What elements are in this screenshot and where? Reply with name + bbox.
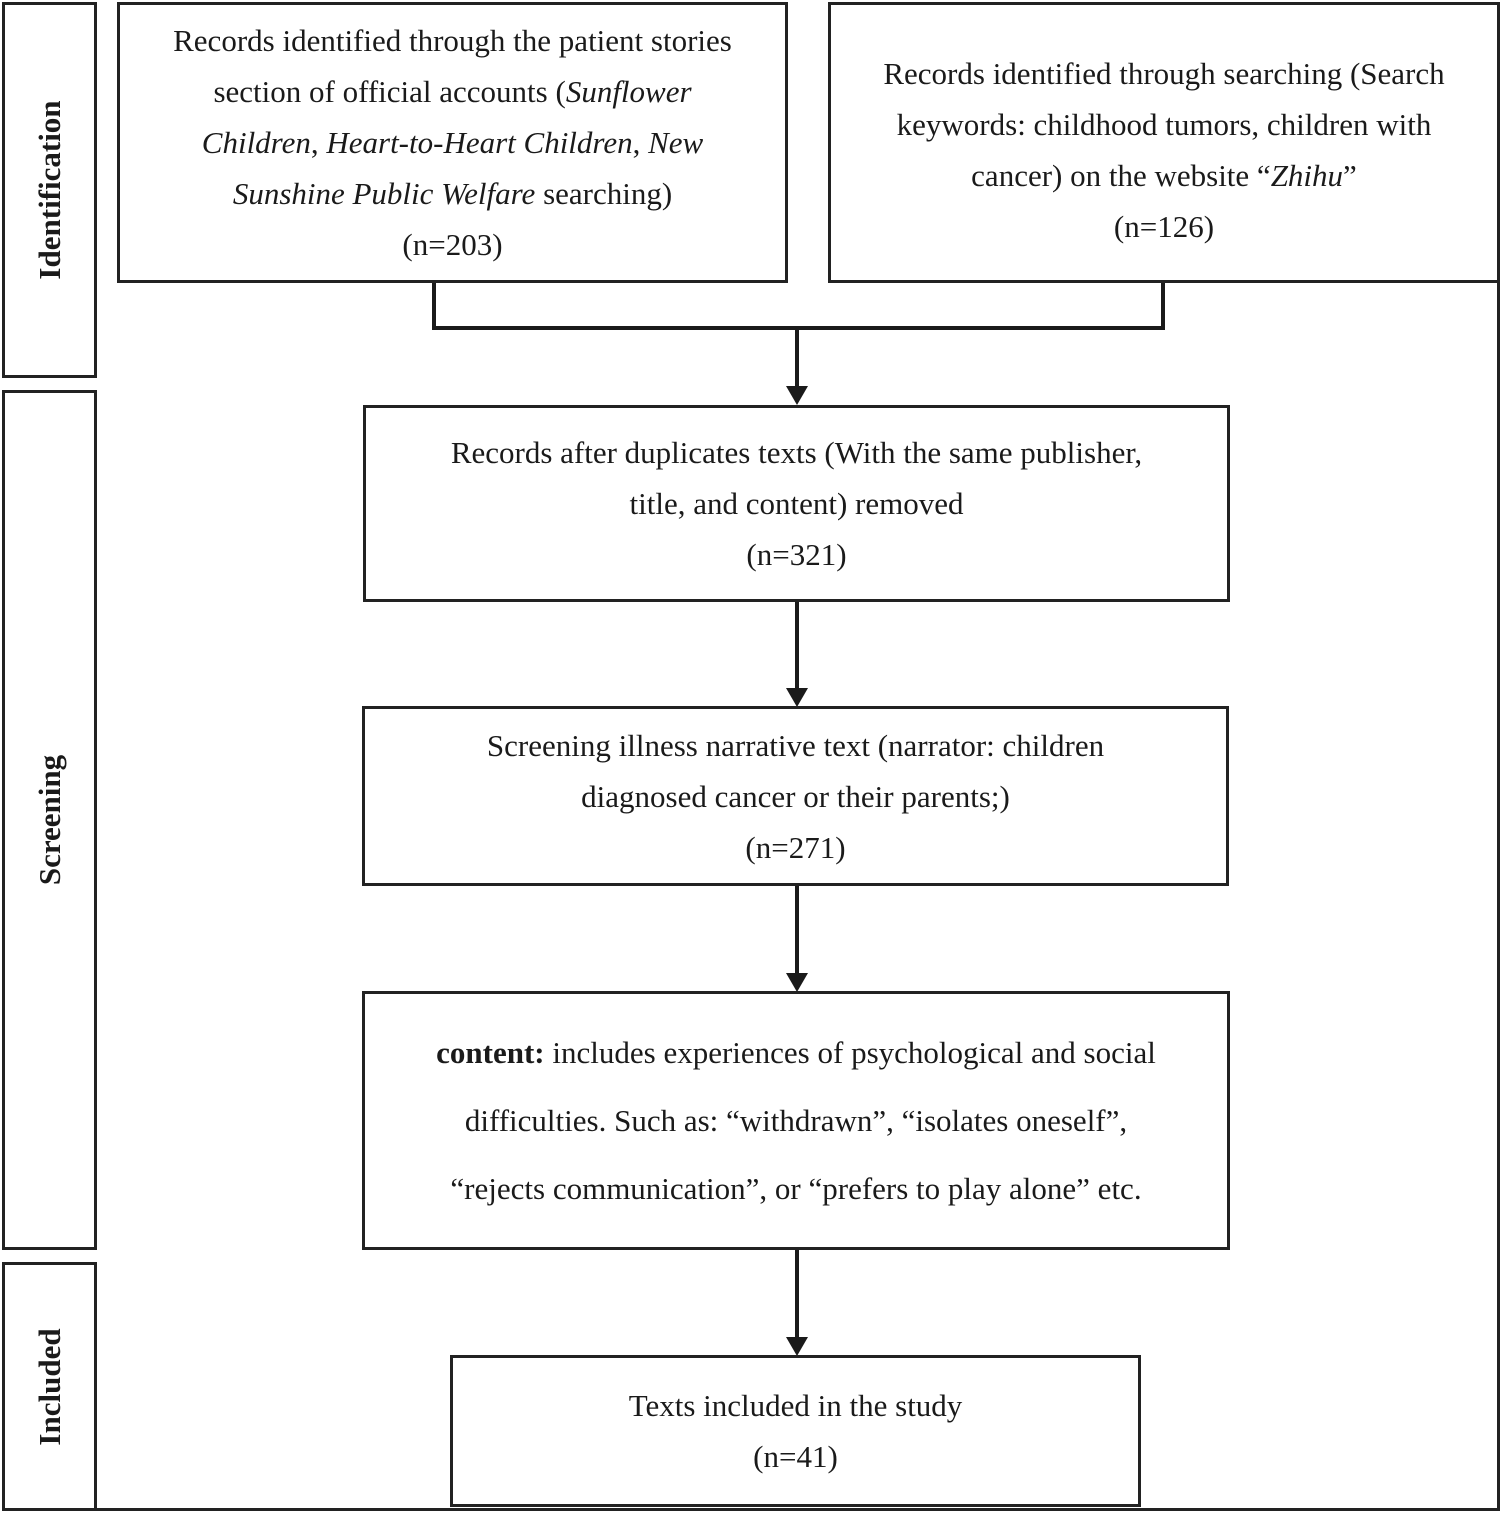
arrowhead-to-included [786,1337,808,1356]
screening-line-2: diagnosed cancer or their parents;) [581,778,1010,814]
official-accounts-sep-1: , [310,125,327,160]
phase-screening: Screening [2,390,97,1250]
arrowhead-to-content [786,973,808,992]
official-accounts-line-3: Children, Heart-to-Heart Children, New [202,117,703,168]
official-accounts-line-2-prefix: section of official accounts ( [213,74,566,109]
official-accounts-line-4-suffix: searching) [535,176,673,211]
official-accounts-sep-2: , [632,125,649,160]
arrowhead-to-duplicates [786,386,808,405]
official-accounts-italic-b: Heart-to-Heart Children [326,125,633,160]
screening-count: (n=271) [745,829,846,865]
content-line-1: content: includes experiences of psychol… [436,1019,1156,1087]
content-bold-label: content: [436,1034,545,1070]
included-line-1: Texts included in the study [628,1388,963,1423]
content-line-1-rest: includes experiences of psychological an… [544,1034,1156,1070]
zhihu-line-2: keywords: childhood tumors, children wit… [896,107,1432,142]
zhihu-count: (n=126) [1113,209,1215,244]
screening-line-1: Screening illness narrative text (narrat… [486,727,1105,763]
arrowhead-to-screening [786,688,808,707]
box-duplicates-removed: Records after duplicates texts (With the… [363,405,1230,602]
official-accounts-italic-a: Children [201,125,311,160]
zhihu-line-1: Records identified through searching (Se… [883,56,1445,91]
official-accounts-line-2-italic: Sunflower [565,74,692,109]
box-zhihu-search: Records identified through searching (Se… [828,2,1500,283]
box-screening-narrative: Screening illness narrative text (narrat… [362,706,1229,886]
official-accounts-count: (n=203) [402,227,503,262]
duplicates-count: (n=321) [746,537,847,572]
box-content-criteria: content: includes experiences of psychol… [362,991,1230,1250]
flow-area-frame [95,2,1500,1511]
official-accounts-line-4: Sunshine Public Welfare searching) [233,168,672,219]
official-accounts-line-2: section of official accounts (Sunflower [213,66,691,117]
official-accounts-line-1: Records identified through the patient s… [173,23,732,58]
zhihu-line-3-italic: Zhihu [1270,158,1344,193]
content-line-3: “rejects communication”, or “prefers to … [450,1170,1142,1206]
content-line-2: difficulties. Such as: “withdrawn”, “iso… [464,1102,1128,1138]
box-official-accounts: Records identified through the patient s… [117,2,788,283]
box-included-texts: Texts included in the study (n=41) [450,1355,1141,1507]
zhihu-line-3-suffix: ” [1343,158,1357,193]
phase-included: Included [2,1262,97,1511]
included-count: (n=41) [753,1439,838,1474]
phase-identification: Identification [2,2,97,378]
duplicates-line-2: title, and content) removed [629,486,964,521]
official-accounts-italic-c: New [648,125,704,160]
official-accounts-line-4-italic: Sunshine Public Welfare [232,176,536,211]
zhihu-line-3: cancer) on the website “Zhihu” [971,150,1357,201]
zhihu-line-3-prefix: cancer) on the website “ [971,158,1271,193]
duplicates-line-1: Records after duplicates texts (With the… [450,435,1143,470]
